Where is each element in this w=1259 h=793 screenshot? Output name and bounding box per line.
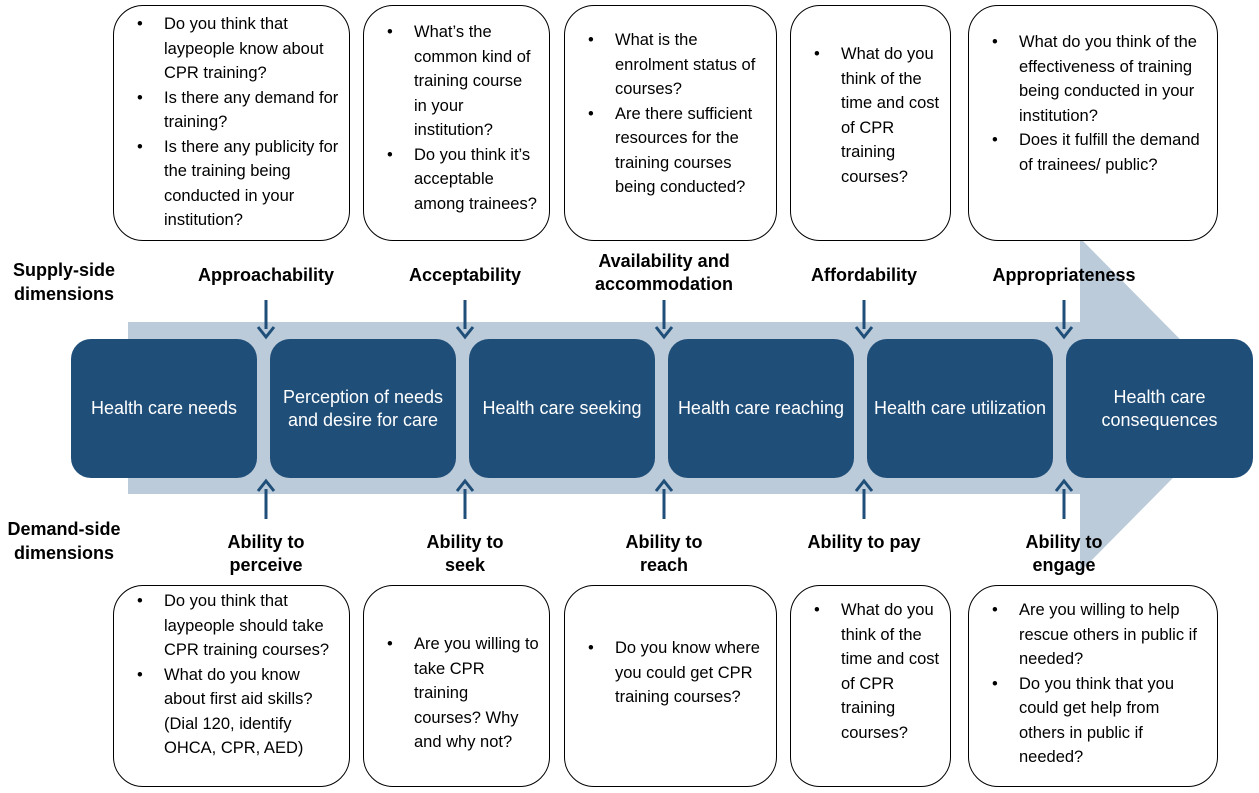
arrow-down-icon: [654, 300, 674, 340]
demand-dimension-2: Ability to seek: [426, 532, 504, 575]
question-text: Are there sufficient resources for the t…: [615, 104, 753, 197]
question-item: Does it fulfill the demand of trainees/ …: [969, 128, 1207, 177]
arrow-down-icon: [455, 300, 475, 340]
supply-question-box-2: What’s the common kind of training cours…: [363, 5, 550, 241]
question-text: What do you think of the time and cost o…: [841, 45, 940, 186]
question-item: What is the enrolment status of courses?: [565, 28, 766, 102]
stage-1: Health care needs: [71, 339, 257, 478]
demand-dimension-4: Ability to pay: [807, 532, 921, 552]
demand-question-box-3: Do you know where you could get CPR trai…: [564, 585, 777, 787]
question-item: Is there any demand for training?: [114, 86, 339, 135]
demand-question-box-4: What do you think of the time and cost o…: [790, 585, 951, 787]
question-text: Do you think it’s acceptable among train…: [414, 145, 537, 213]
demand-question-box-5: Are you willing to help rescue others in…: [968, 585, 1218, 787]
question-text: Are you willing to help rescue others in…: [1019, 601, 1197, 668]
arrow-up-icon: [1054, 478, 1074, 519]
stage-5: Health care utilization: [867, 339, 1053, 478]
question-note: (Dial 120, identify OHCA, CPR, AED): [164, 714, 304, 758]
question-text: What is the enrolment status of courses?: [615, 31, 756, 98]
supply-dimension-2: Acceptability: [408, 265, 522, 285]
supply-dimension-1: Approachability: [197, 265, 335, 285]
demand-side-label: Demand-side dimensions: [7, 519, 121, 563]
question-text: Do you think that you could get help fro…: [1019, 674, 1175, 767]
question-item: Do you think it’s acceptable among train…: [364, 143, 539, 217]
question-item: What do you think of the effectiveness o…: [969, 30, 1207, 128]
arrow-up-icon: [854, 478, 874, 519]
question-text: What do you think of the time and cost o…: [841, 601, 940, 742]
supply-question-box-5: What do you think of the effectiveness o…: [968, 5, 1218, 241]
question-text: What do you know about first aid skills?: [164, 665, 313, 709]
arrow-down-icon: [854, 300, 874, 340]
question-text: Are you willing to take CPR training cou…: [414, 635, 539, 751]
question-item: What do you know about first aid skills?…: [114, 663, 339, 761]
question-item: Are you willing to take CPR training cou…: [364, 632, 539, 755]
arrow-up-icon: [256, 478, 276, 519]
question-item: Do you know where you could get CPR trai…: [565, 636, 766, 710]
supply-dimension-4: Affordability: [811, 265, 917, 285]
supply-dimension-3: Availability and accommodation: [594, 251, 734, 294]
question-text: Do you think that laypeople should take …: [164, 592, 330, 659]
supply-side-label: Supply-side dimensions: [12, 260, 115, 304]
supply-question-box-1: Do you think that laypeople know about C…: [113, 5, 350, 241]
question-text: What’s the common kind of training cours…: [414, 23, 531, 139]
question-item: Is there any publicity for the training …: [114, 135, 339, 233]
question-text: Does it fulfill the demand of trainees/ …: [1019, 131, 1200, 174]
demand-dimension-3: Ability to reach: [625, 532, 703, 575]
stage-3: Health care seeking: [469, 339, 655, 478]
question-item: Do you think that laypeople should take …: [114, 589, 339, 663]
arrow-up-icon: [654, 478, 674, 519]
question-text: Do you know where you could get CPR trai…: [615, 639, 760, 706]
demand-question-box-1: Do you think that laypeople should take …: [113, 585, 350, 787]
demand-dimension-5: Ability to engage: [1025, 532, 1103, 575]
arrow-up-icon: [455, 478, 475, 519]
supply-question-box-3: What is the enrolment status of courses?…: [564, 5, 777, 241]
stage-6: Health care consequences: [1066, 339, 1253, 478]
demand-question-box-2: Are you willing to take CPR training cou…: [363, 585, 550, 787]
question-item: Do you think that you could get help fro…: [969, 672, 1207, 770]
demand-dimension-1: Ability to perceive: [227, 532, 305, 575]
supply-dimension-5: Appropriateness: [992, 265, 1136, 285]
arrow-down-icon: [1054, 300, 1074, 340]
question-item: Are you willing to help rescue others in…: [969, 598, 1207, 672]
arrow-down-icon: [256, 300, 276, 340]
question-item: What do you think of the time and cost o…: [791, 42, 940, 189]
stage-4: Health care reaching: [668, 339, 854, 478]
question-item: Are there sufficient resources for the t…: [565, 102, 766, 200]
question-text: Is there any publicity for the training …: [164, 137, 339, 230]
supply-question-box-4: What do you think of the time and cost o…: [790, 5, 951, 241]
question-text: What do you think of the effectiveness o…: [1019, 33, 1197, 125]
question-item: What’s the common kind of training cours…: [364, 20, 539, 143]
question-text: Is there any demand for training?: [164, 88, 339, 132]
question-item: Do you think that laypeople know about C…: [114, 12, 339, 86]
question-item: What do you think of the time and cost o…: [791, 598, 940, 745]
question-text: Do you think that laypeople know about C…: [164, 15, 324, 82]
stage-2: Perception of needs and desire for care: [270, 339, 456, 478]
